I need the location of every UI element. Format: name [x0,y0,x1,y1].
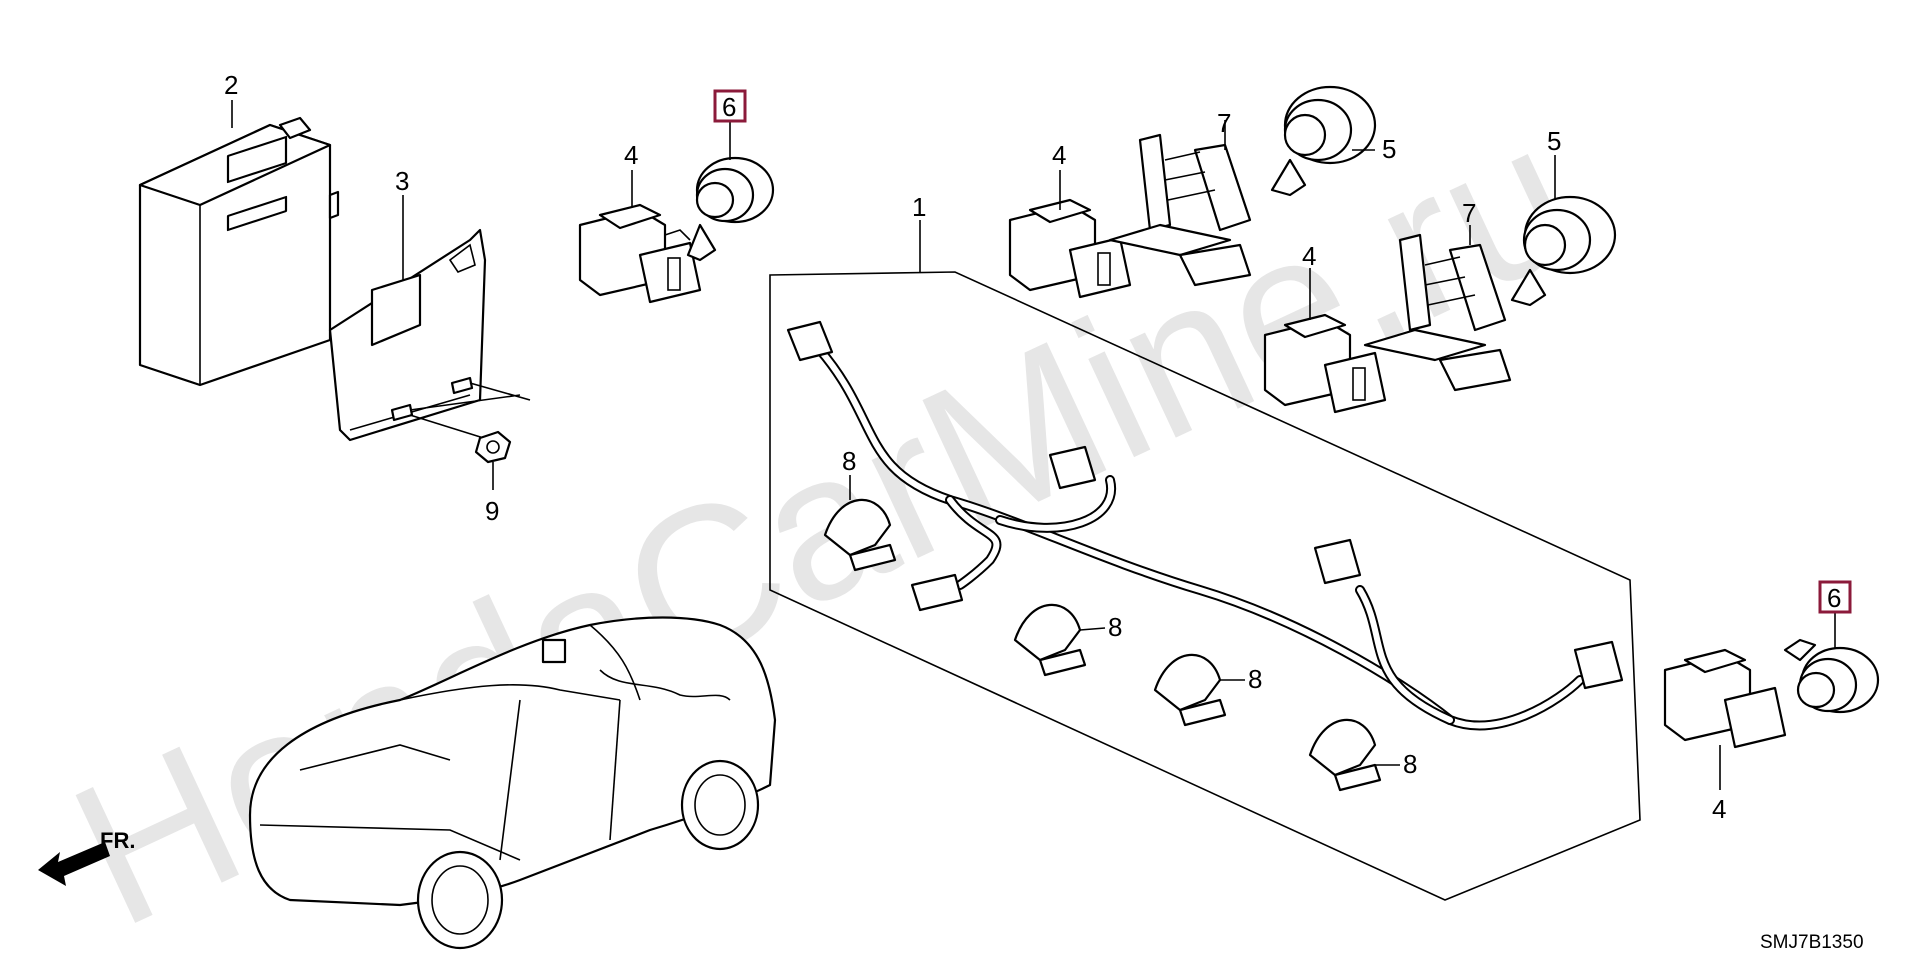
harness-assembly-part-1[interactable] [769,271,1641,901]
callout-4-a: 4 [624,140,638,170]
callout-6-b: 6 [1827,583,1841,613]
callout-7-b: 7 [1462,198,1476,228]
callout-8-d: 8 [1403,749,1417,779]
clip-part-8-c[interactable] [1153,653,1227,727]
sensor-part-6-a[interactable] [686,156,775,262]
leader-lines [231,100,1836,790]
bracket-part-3[interactable] [328,228,487,442]
callout-4-c: 4 [1302,241,1316,271]
callout-8-c: 8 [1248,664,1262,694]
callout-4-d: 4 [1712,794,1726,824]
clip-part-8-b[interactable] [1013,603,1087,677]
highlight-box-6-a [713,89,747,123]
sensor-part-6-b[interactable] [1783,638,1880,714]
callout-8-b: 8 [1108,612,1122,642]
sensor-part-5-a[interactable] [1270,85,1377,197]
sensor-part-4-d[interactable] [1663,648,1787,749]
clip-part-8-d[interactable] [1308,718,1382,792]
callout-4-b: 4 [1052,140,1066,170]
bolt-studs [390,376,531,441]
highlight-box-6-b [1818,580,1852,614]
callout-3: 3 [395,166,409,196]
callout-5-b: 5 [1547,126,1561,156]
nut-part-9[interactable] [474,430,512,464]
callout-5-a: 5 [1382,134,1396,164]
control-unit-part-2[interactable] [138,116,340,387]
sensor-part-4-c[interactable] [1263,313,1387,414]
sensor-part-4-b[interactable] [1008,198,1132,299]
sensor-part-4-a[interactable] [578,203,702,304]
diagram-code: SMJ7B1350 [1760,932,1864,953]
clip-part-8-a[interactable] [823,498,897,572]
callout-9: 9 [485,496,499,526]
holder-part-7-a[interactable] [1108,133,1252,287]
vehicle-locator-illustration [248,616,777,950]
callout-8-a: 8 [842,446,856,476]
holder-part-7-b[interactable] [1363,233,1512,392]
callout-7-a: 7 [1217,108,1231,138]
front-direction-arrow: FR. [38,828,135,886]
callout-6-a: 6 [722,92,736,122]
sensor-part-5-b[interactable] [1510,195,1617,307]
callout-2: 2 [224,70,238,100]
callout-1: 1 [912,192,926,222]
front-direction-label: FR. [100,828,135,853]
